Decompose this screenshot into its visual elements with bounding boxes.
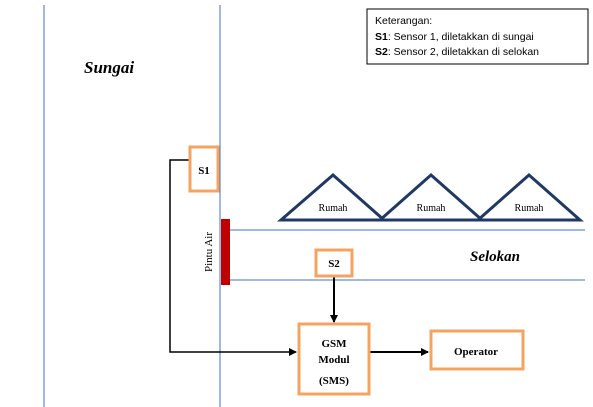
gsm-module-node: GSM Modul (SMS) [297,322,371,396]
legend-box: Keterangan: S1: Sensor 1, diletakkan di … [366,8,589,65]
gsm-label-line2: Modul [318,354,349,366]
legend-item-s2-text: : Sensor 2, diletakkan di selokan [388,46,539,58]
legend-item-s2: S2: Sensor 2, diletakkan di selokan [375,46,539,58]
legend-item-s1-key: S1 [375,31,388,43]
water-gate [221,219,230,285]
house: Rumah [474,172,584,222]
gsm-label-line1: GSM [321,338,347,350]
legend-item-s1-text: : Sensor 1, diletakkan di sungai [388,31,534,43]
operator-label: Operator [454,346,498,358]
gutter-label: Selokan [470,249,520,265]
operator-node: Operator [429,329,525,371]
river-label: Sungai [84,58,134,77]
water-gate-label: Pintu Air [203,232,215,272]
legend-item-s1: S1: Sensor 1, diletakkan di sungai [375,31,534,43]
sensor-s2-node: S2 [314,248,354,278]
house: Rumah [276,173,388,222]
house-label: Rumah [515,203,544,214]
house: Rumah [376,172,486,222]
sensor-s2-label: S2 [328,258,340,270]
house-label: Rumah [417,203,446,214]
s1-to-gsm-connector [169,159,297,356]
sensor-s1-label: S1 [198,165,210,177]
house-label: Rumah [319,203,348,214]
gsm-label-line3: (SMS) [319,375,349,387]
legend-item-s2-key: S2 [375,46,388,58]
legend-title: Keterangan: [375,15,432,27]
sensor-s1-node: S1 [188,145,220,193]
